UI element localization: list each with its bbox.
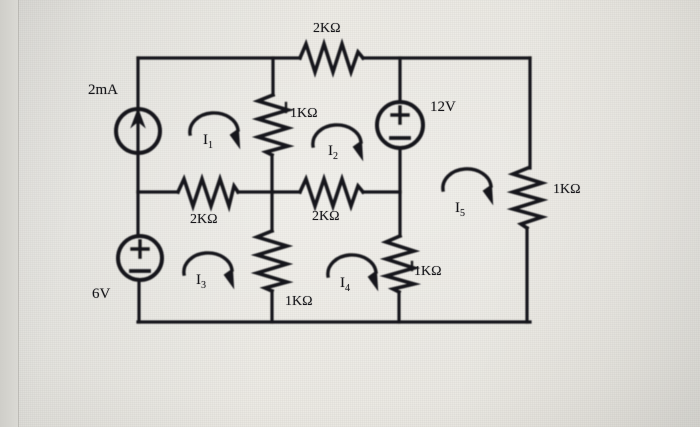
mesh-i4-subscript: 4 <box>345 283 350 294</box>
label-mesh-current-i2: I2 <box>328 143 338 162</box>
label-mesh-current-i1: I1 <box>203 132 213 151</box>
label-mesh-current-i3: I3 <box>196 272 206 291</box>
resistor-far-right-1k-zigzag <box>506 165 549 231</box>
mesh-i3-subscript: 3 <box>201 280 206 291</box>
mesh-i3-symbol: I <box>196 272 201 288</box>
resistor-top-2k-zigzag <box>297 38 366 78</box>
page-margin-line <box>18 0 19 427</box>
mesh-i2-subscript: 2 <box>333 151 338 162</box>
label-voltage-source-6v: 6V <box>92 286 111 302</box>
mesh-current-i1-arrow <box>188 111 241 150</box>
resistor-mid-left-1k-zigzag <box>251 92 295 158</box>
resistor-midrow-right-2k-zigzag <box>297 173 366 212</box>
mesh-i1-symbol: I <box>203 132 208 148</box>
voltage-source-6v-body <box>116 234 164 282</box>
label-resistor-center-bottom-1k: 1KΩ <box>285 294 313 309</box>
label-resistor-far-right-1k: 1KΩ <box>553 182 581 197</box>
voltage-source-6v-plus-glyph <box>130 239 150 259</box>
label-mesh-current-i5: I5 <box>455 200 465 219</box>
current-source-2ma-arrowhead <box>130 107 146 129</box>
label-resistor-top-2k: 2KΩ <box>313 21 341 36</box>
mesh-current-i5-arrow <box>441 167 494 206</box>
mesh-current-i4-arrow <box>326 253 379 292</box>
page-left-edge <box>0 0 18 427</box>
voltage-source-12v-body <box>375 100 425 150</box>
label-resistor-midrow-left-2k: 2KΩ <box>190 212 218 227</box>
voltage-source-12v-plus-glyph <box>390 105 410 125</box>
mesh-i1-subscript: 1 <box>208 140 213 151</box>
resistor-center-bottom-1k-zigzag <box>250 228 294 294</box>
label-resistor-midrow-right-2k: 2KΩ <box>312 209 340 224</box>
label-resistor-mid-left-1k: 1KΩ <box>290 106 318 121</box>
mesh-i5-subscript: 5 <box>460 208 465 219</box>
resistor-midrow-left-2k-zigzag <box>175 173 241 213</box>
mesh-current-i3-arrow <box>182 251 235 290</box>
resistor-right-inner-1k-zigzag <box>379 233 422 295</box>
mesh-current-i2-arrow <box>311 123 364 162</box>
mesh-i4-symbol: I <box>340 275 345 291</box>
label-resistor-right-inner-1k: 1KΩ <box>414 264 442 279</box>
label-current-source-2ma: 2mA <box>88 82 118 98</box>
mesh-i5-symbol: I <box>455 200 460 216</box>
label-mesh-current-i4: I4 <box>340 275 350 294</box>
mesh-i2-symbol: I <box>328 143 333 159</box>
label-voltage-source-12v: 12V <box>430 99 456 115</box>
